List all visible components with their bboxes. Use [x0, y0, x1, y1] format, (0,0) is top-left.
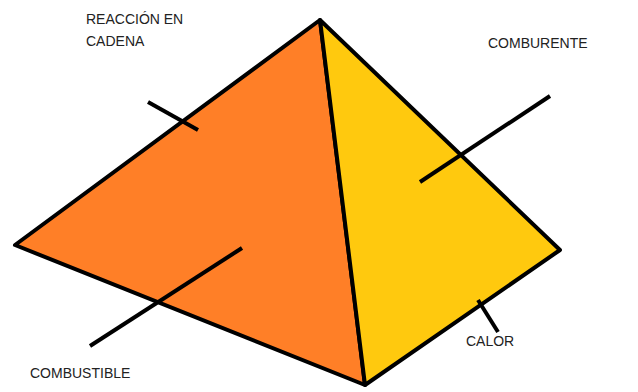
part-label: REACCIÓN EN CADENA [86, 8, 198, 52]
leader-line [478, 300, 498, 332]
leader-line [148, 102, 198, 130]
part-label: COMBUSTIBLE [30, 362, 180, 384]
part-label: CALOR [466, 330, 546, 352]
part-label: COMBURENTE [488, 32, 628, 54]
leader-line [420, 96, 550, 182]
leader-line [90, 248, 242, 346]
oxidizer-face [320, 20, 560, 385]
fuel-face [15, 20, 365, 385]
